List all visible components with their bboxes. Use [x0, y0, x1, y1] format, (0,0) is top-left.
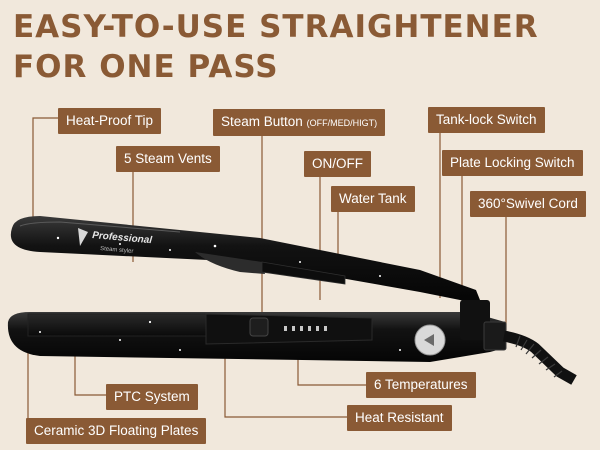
label-heat-proof-tip: Heat-Proof Tip — [58, 108, 162, 134]
hinge-and-cord — [460, 300, 577, 385]
label-plate-locking-switch: Plate Locking Switch — [442, 150, 583, 176]
label-tank-lock-switch: Tank-lock Switch — [428, 107, 545, 133]
model-text: Steam styler — [100, 246, 134, 255]
label-ptc-system: PTC System — [106, 384, 198, 410]
lower-arm — [7, 312, 506, 362]
brand-text: Professional — [92, 230, 153, 246]
label-heat-resistant: Heat Resistant — [347, 405, 452, 431]
upper-arm — [10, 216, 480, 302]
label-on-off: ON/OFF — [304, 151, 371, 177]
label-swivel-cord: 360°Swivel Cord — [470, 191, 586, 217]
sparkle-dots — [39, 236, 401, 351]
steam-button-text: Steam Button — [221, 114, 303, 129]
steam-button-modes: (OFF/MED/HIGT) — [306, 118, 378, 128]
label-steam-vents: 5 Steam Vents — [116, 146, 220, 172]
brand-lettering: Professional Steam styler — [78, 228, 153, 255]
headline-line-2: FOR ONE PASS — [13, 49, 279, 85]
label-6-temperatures: 6 Temperatures — [366, 372, 476, 398]
headline-line-1: EASY-TO-USE STRAIGHTENER — [13, 9, 539, 45]
label-ceramic-plates: Ceramic 3D Floating Plates — [26, 418, 207, 444]
label-water-tank: Water Tank — [331, 186, 415, 212]
label-steam-button: Steam Button (OFF/MED/HIGT) — [213, 109, 386, 136]
